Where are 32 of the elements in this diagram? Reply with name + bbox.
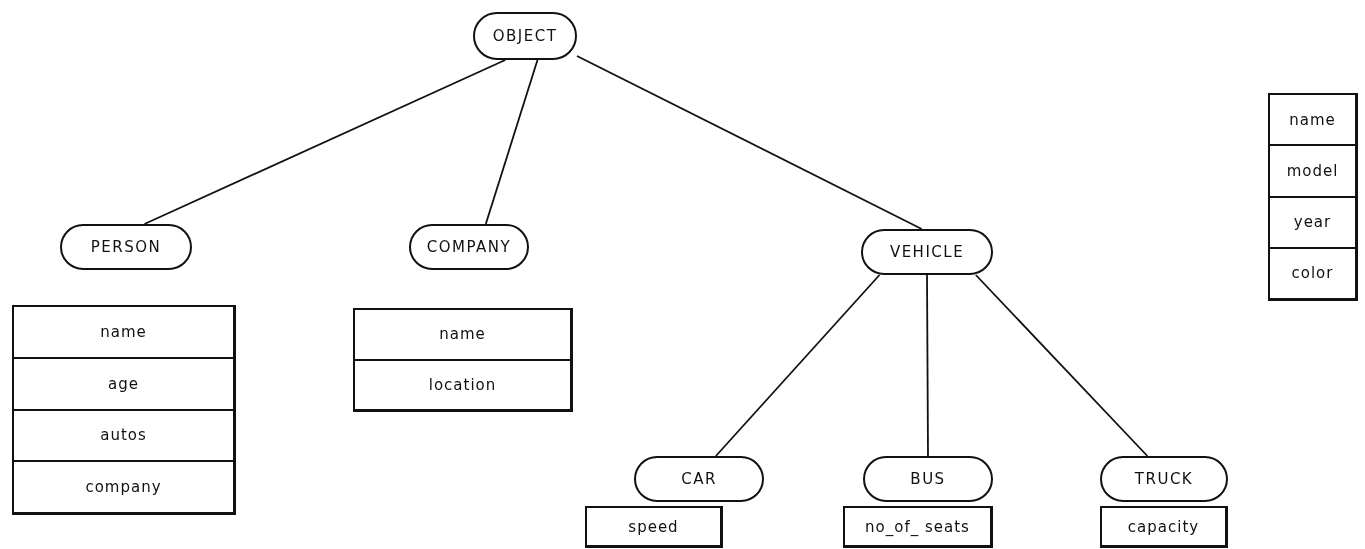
attribute-table xyxy=(585,506,723,548)
attribute-row: model xyxy=(1270,144,1355,196)
attribute-row-text: name xyxy=(438,324,487,346)
connector-line xyxy=(143,59,507,225)
attribute-row-text: name xyxy=(1288,109,1337,131)
attribute-row-text: name xyxy=(99,321,148,343)
attribute-row-text: no_of_ seats xyxy=(864,516,971,538)
attribute-row-text: capacity xyxy=(1126,516,1201,538)
attribute-table xyxy=(843,506,993,548)
class-node: COMPANY xyxy=(409,224,529,270)
attribute-table xyxy=(12,305,236,515)
connector-line xyxy=(974,274,1149,457)
connector-line xyxy=(926,274,929,457)
attribute-table xyxy=(1100,506,1228,548)
attribute-row: age xyxy=(14,356,233,409)
attribute-row: autos xyxy=(14,408,233,461)
class-node: PERSON xyxy=(60,224,192,270)
connector-line xyxy=(484,59,539,225)
attribute-row: color xyxy=(1270,246,1355,298)
attribute-row-text: speed xyxy=(627,516,680,538)
class-node: CAR xyxy=(634,456,764,502)
class-node: BUS xyxy=(863,456,993,502)
connector-line xyxy=(576,55,923,230)
class-node: OBJECT xyxy=(473,12,577,60)
attribute-table xyxy=(353,308,573,412)
class-node: TRUCK xyxy=(1100,456,1228,502)
connector-line xyxy=(715,274,881,457)
attribute-row: location xyxy=(355,358,570,409)
attribute-table xyxy=(1268,93,1358,301)
attribute-row: year xyxy=(1270,195,1355,247)
attribute-row: company xyxy=(14,460,233,512)
class-node: VEHICLE xyxy=(861,229,993,275)
